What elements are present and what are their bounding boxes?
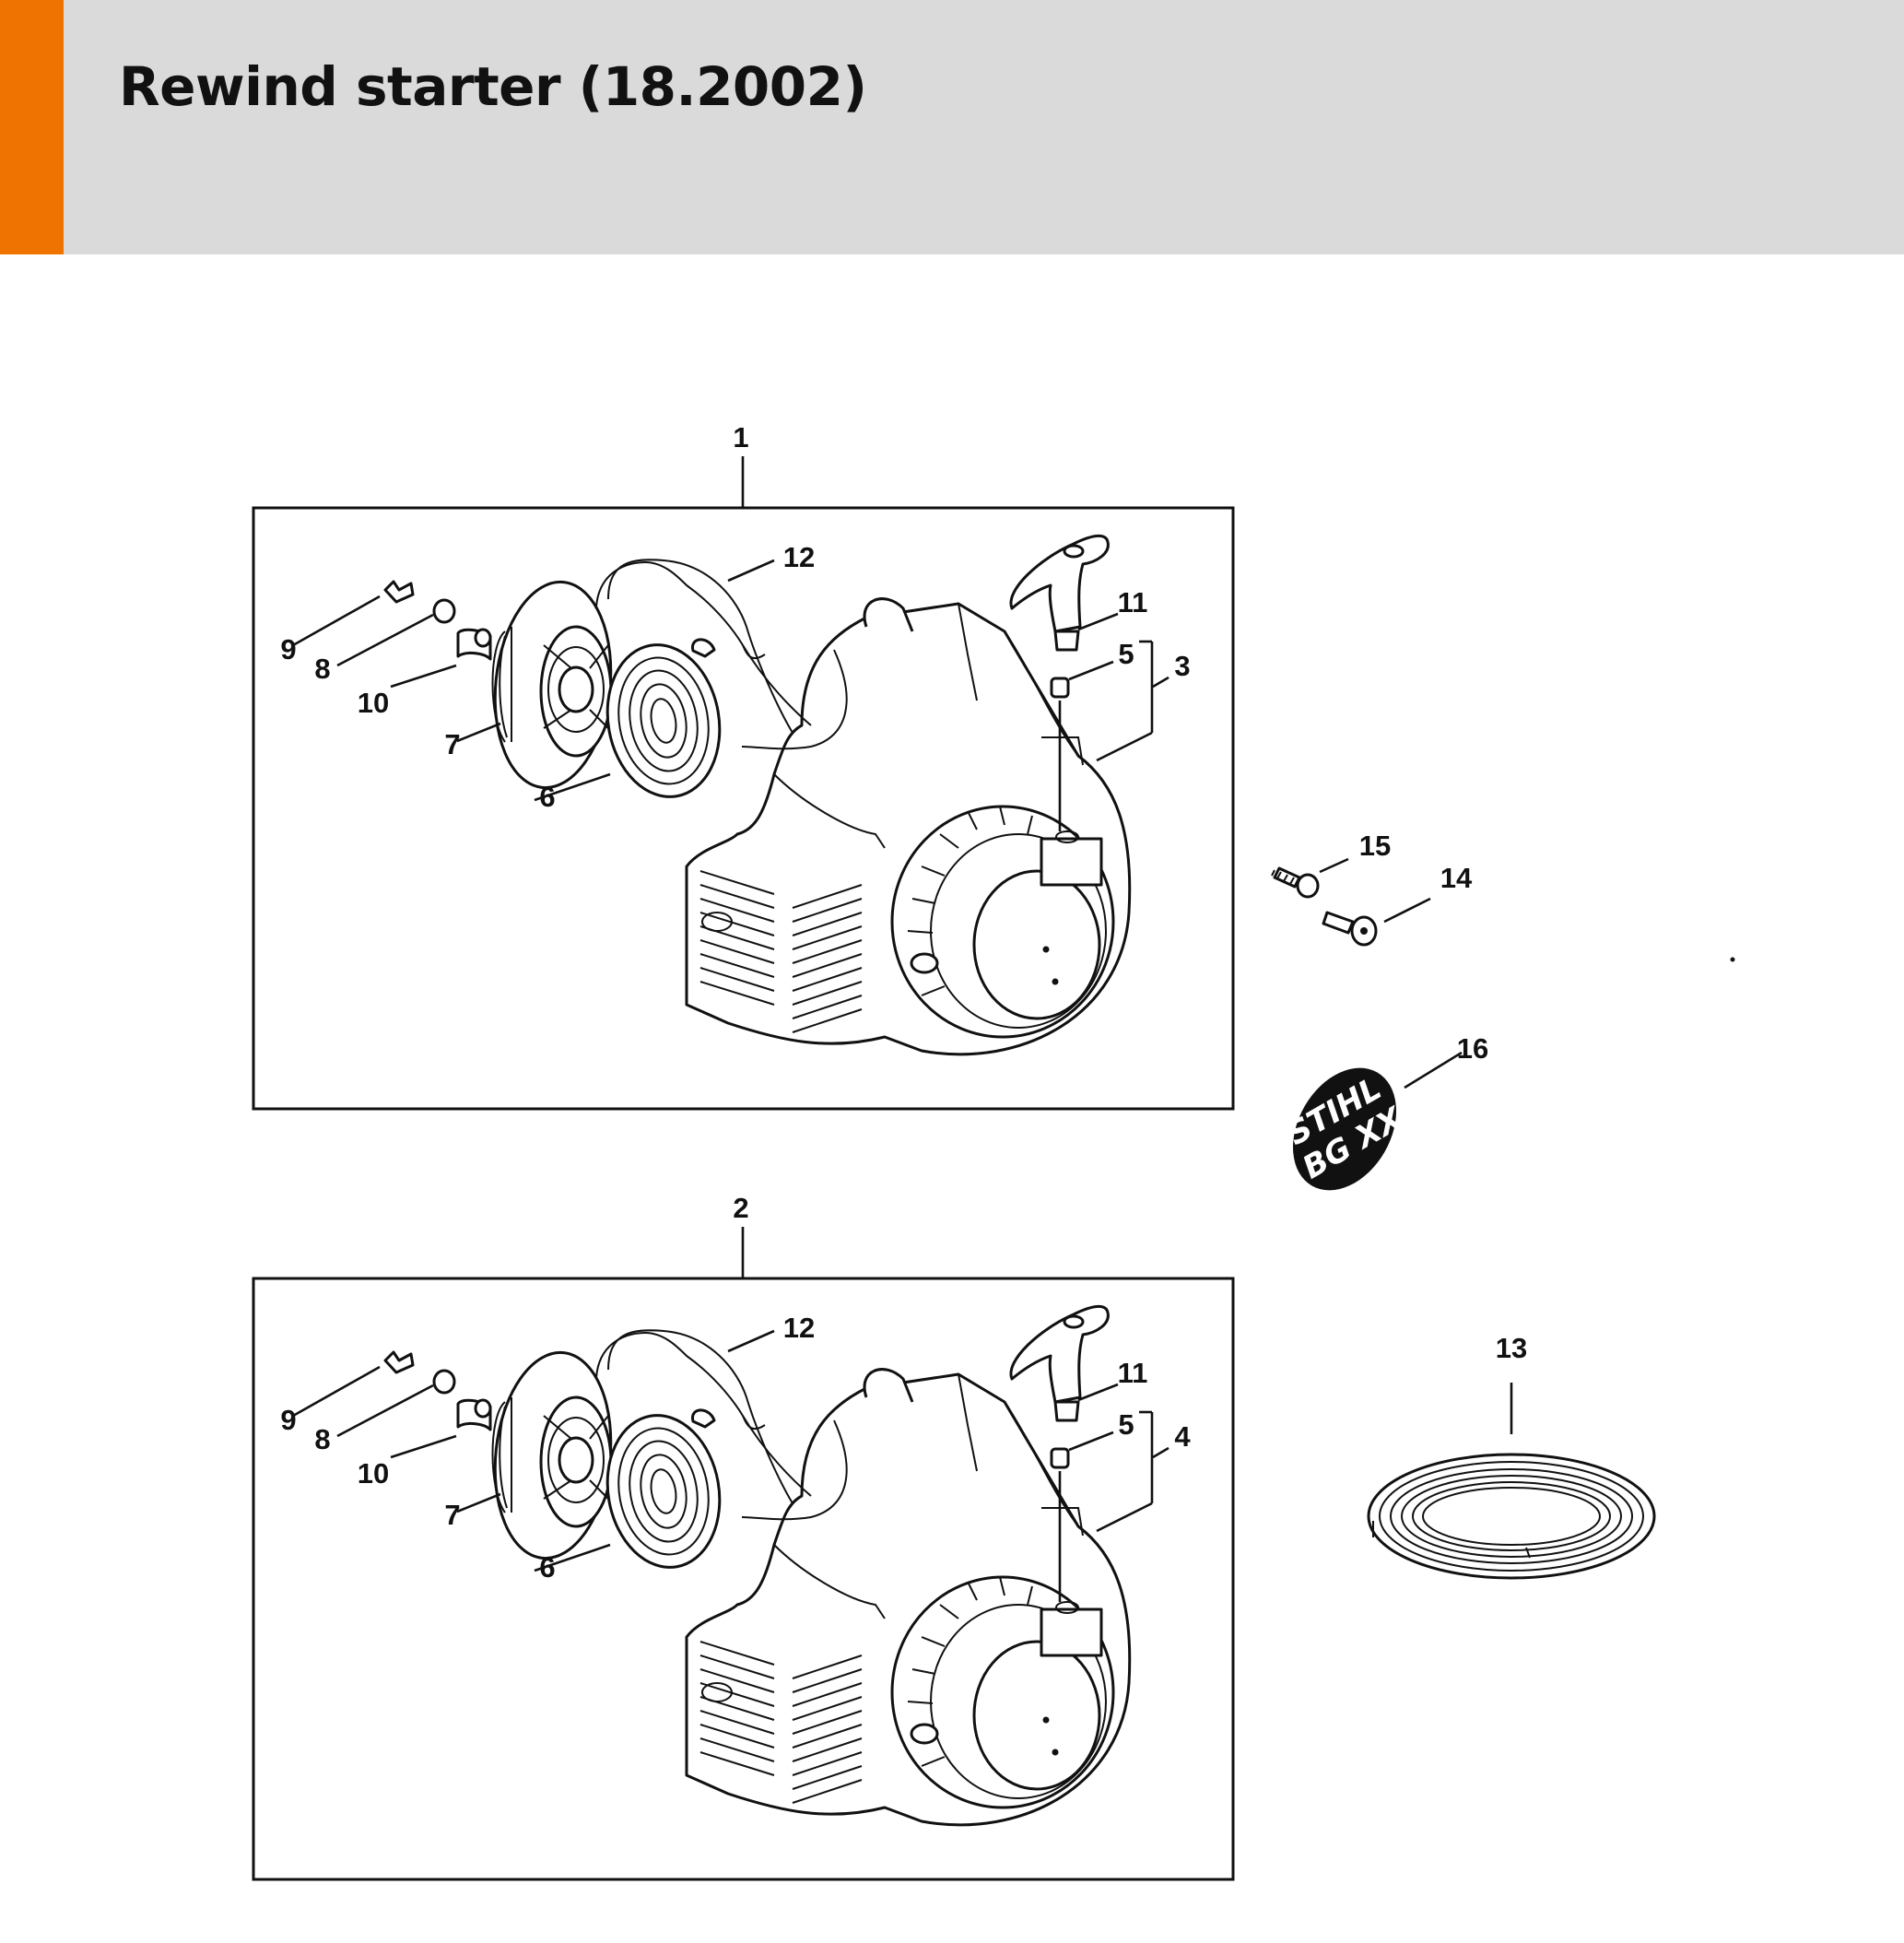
callout-11-bottom: 11 [1118,1357,1148,1389]
page-header: Rewind starter (18.2002) [0,0,1904,254]
callout-10-top: 10 [358,687,389,719]
callout-4: 4 [1174,1420,1191,1453]
stray-dot [1730,957,1735,962]
callout-7-bottom: 7 [444,1499,460,1531]
callout-labels: 1 12 11 5 3 9 8 10 7 6 2 12 11 5 4 9 8 1… [280,421,1527,1584]
callout-7-top: 7 [444,728,460,760]
leader-lines [292,559,1513,1572]
starter-assembly-1 [252,454,1235,1111]
spring-13 [1367,1453,1656,1580]
page-title: Rewind starter (18.2002) [119,55,867,118]
callout-6-top: 6 [539,781,555,813]
callout-5-top: 5 [1118,638,1134,670]
callout-12-bottom: 12 [783,1312,815,1344]
accent-bar [0,0,64,254]
callout-2: 2 [733,1192,748,1224]
callout-8-bottom: 8 [314,1423,330,1455]
callout-3: 3 [1174,650,1190,682]
callout-11-top: 11 [1118,586,1148,618]
decal-16: STIHL BG XX [1281,1067,1411,1191]
callout-1: 1 [733,421,748,453]
screw-14 [1322,911,1378,947]
callout-12-top: 12 [783,541,815,573]
callout-8-top: 8 [314,653,330,685]
callout-5-bottom: 5 [1118,1408,1134,1441]
screw-15 [1271,866,1320,899]
callout-14: 14 [1440,862,1473,894]
callout-9-bottom: 9 [280,1404,296,1436]
callout-6-bottom: 6 [539,1551,555,1584]
callout-15: 15 [1359,830,1391,862]
callout-10-bottom: 10 [358,1457,389,1490]
callout-16: 16 [1457,1032,1488,1065]
callout-9-top: 9 [280,633,296,665]
callout-13: 13 [1496,1332,1527,1364]
starter-assembly-2 [252,1225,1235,1881]
